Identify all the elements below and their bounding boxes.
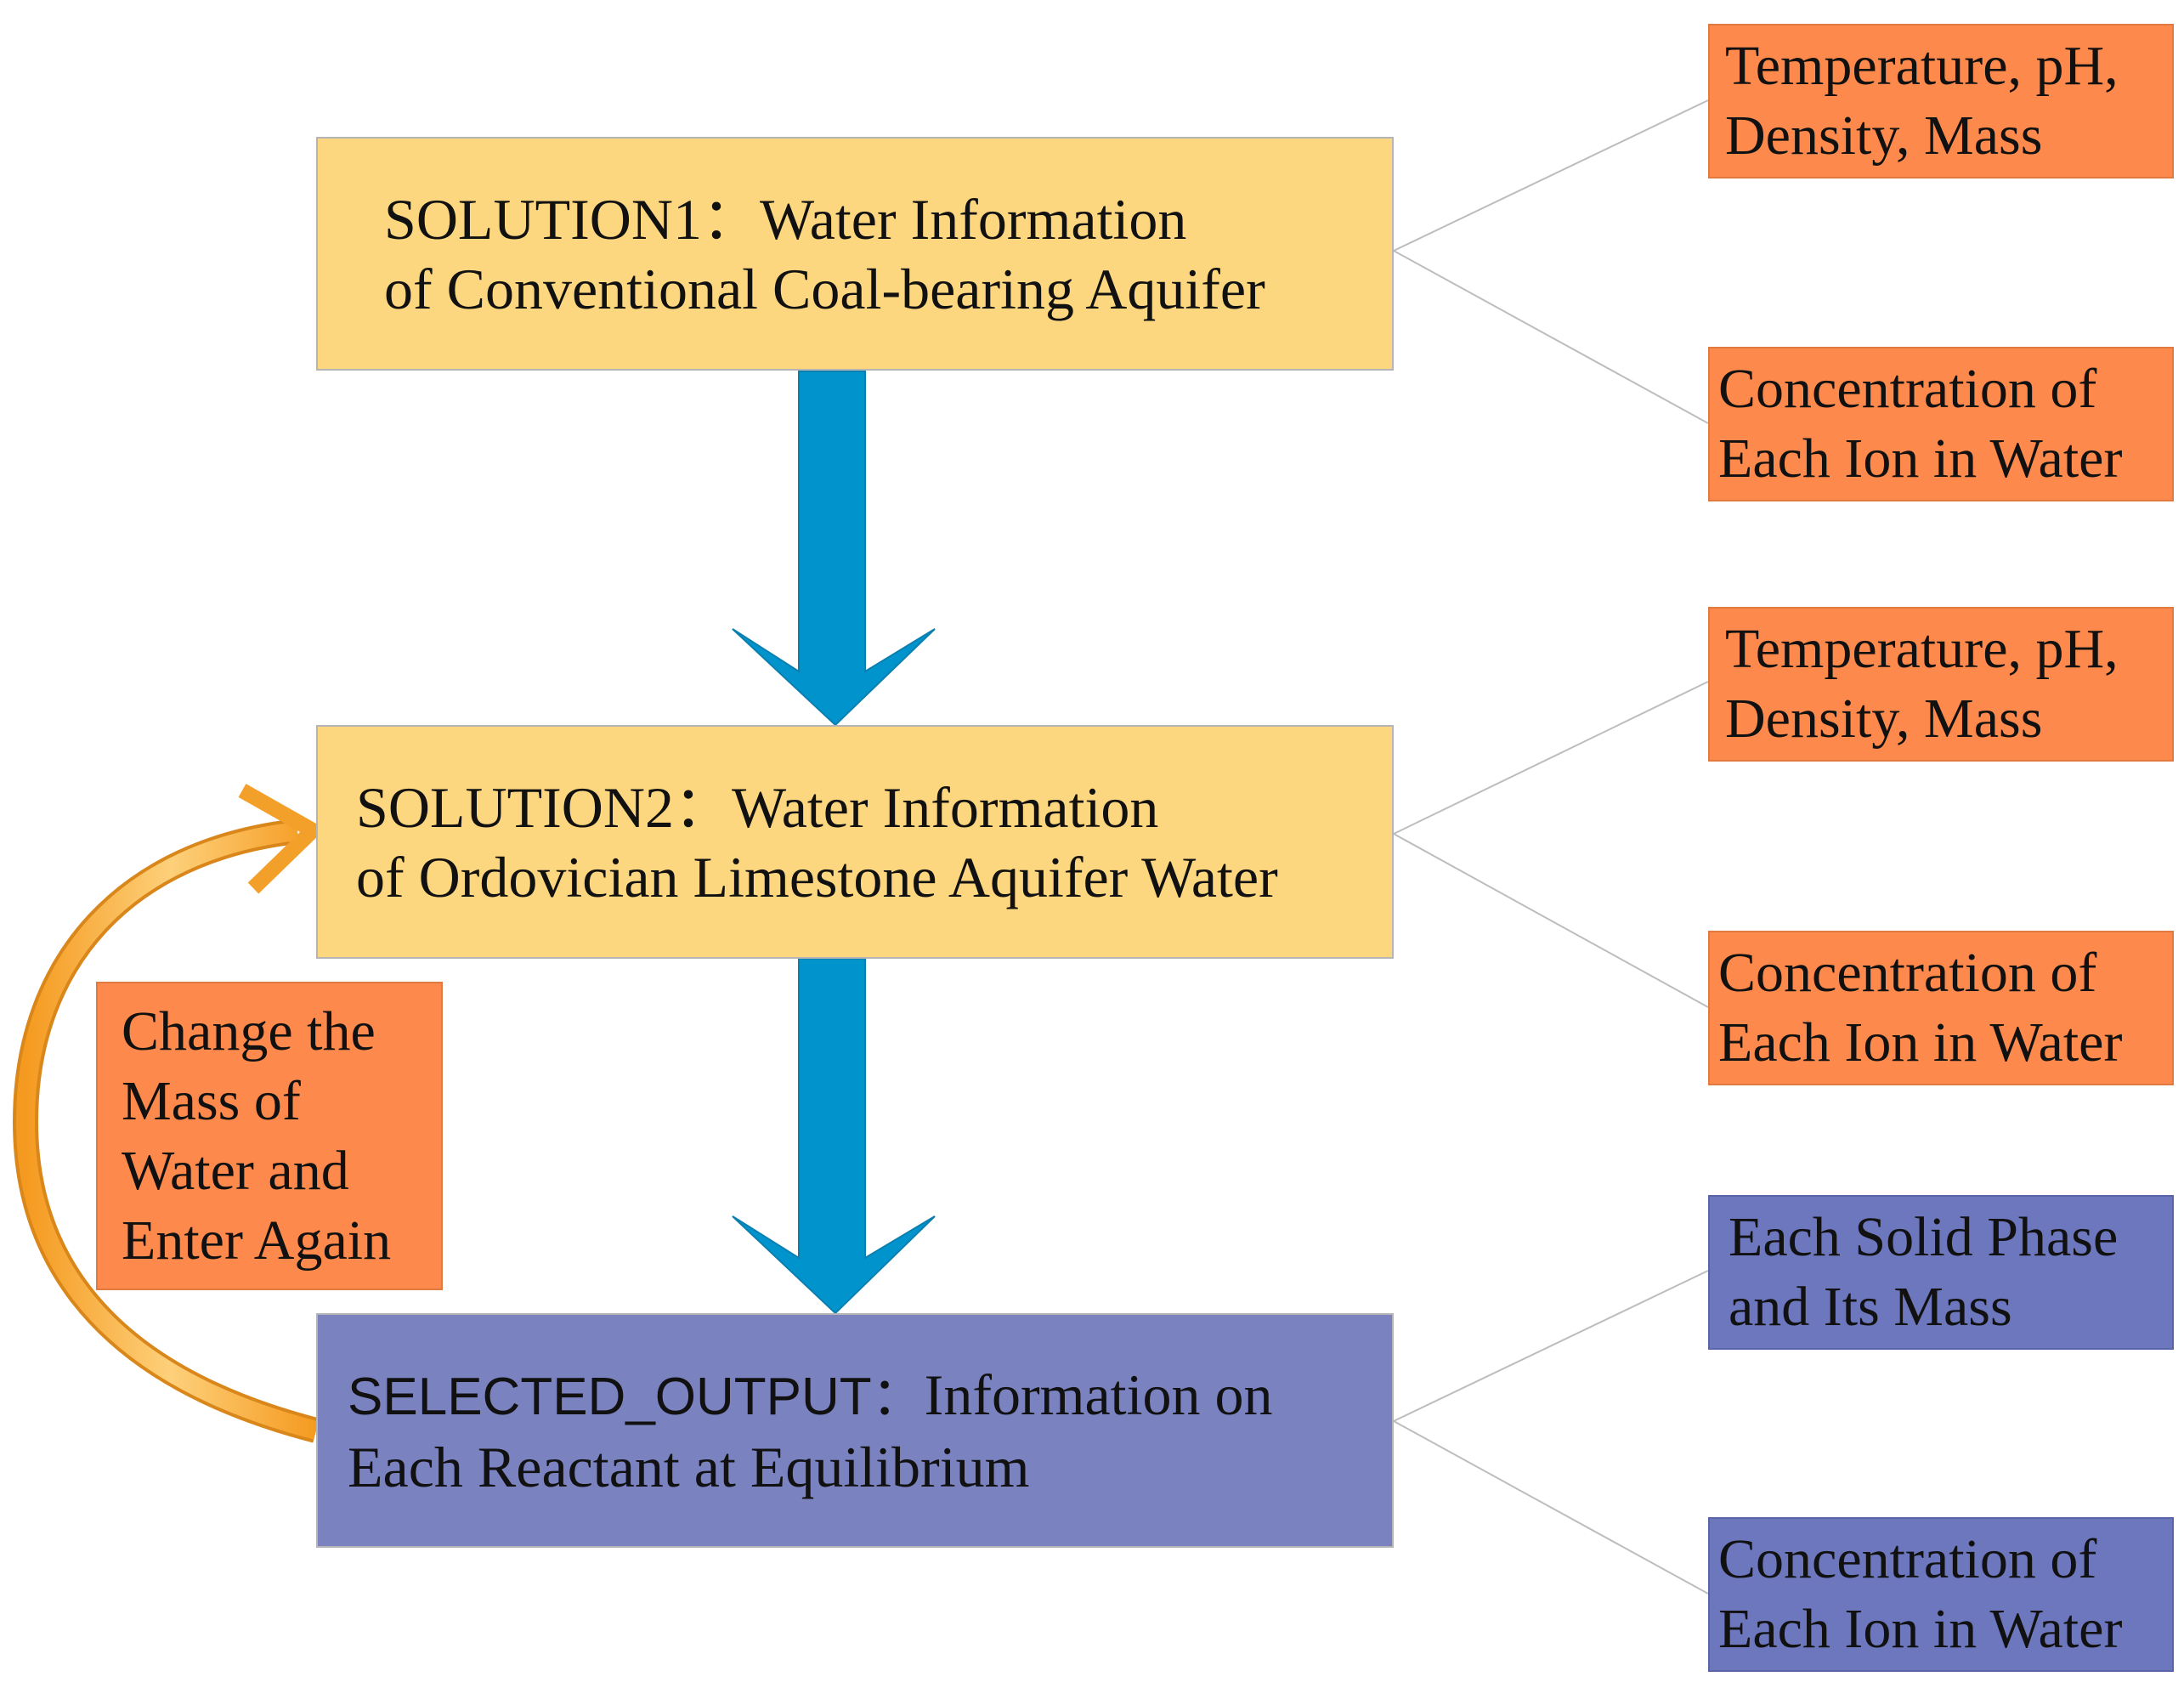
out-ions-line2: Each Ion in Water [1718, 1598, 2123, 1660]
connector-s1-properties [1393, 99, 1709, 252]
loop-arrow-highlight [15, 822, 319, 1440]
loop-line2: Mass of [122, 1069, 301, 1132]
loop-arrowhead [238, 784, 325, 894]
s1-properties-box: Temperature, pH, Density, Mass [1708, 24, 2174, 178]
selected-output-title: Information on [924, 1362, 1273, 1427]
selected-output-label: SELECTED_OUTPUT： [348, 1367, 925, 1426]
out-solid-box: Each Solid Phase and Its Mass [1708, 1195, 2174, 1350]
solution2-line2: of Ordovician Limestone Aquifer Water [356, 844, 1278, 909]
s1-ions-line1: Concentration of [1718, 358, 2097, 420]
connector-s2-properties [1393, 681, 1709, 835]
s1-properties-line1: Temperature, pH, [1725, 35, 2119, 97]
s2-properties-line2: Density, Mass [1725, 688, 2043, 750]
out-ions-line1: Concentration of [1718, 1528, 2097, 1590]
s1-properties-line2: Density, Mass [1725, 105, 2043, 167]
solution1-label: SOLUTION1： [384, 186, 760, 252]
loop-line3: Water and [122, 1139, 349, 1202]
out-ions-box: Concentration of Each Ion in Water [1708, 1517, 2174, 1672]
down-arrow-2 [732, 958, 936, 1315]
solution2-title: Water Information [731, 774, 1159, 840]
connector-out-ions [1393, 1420, 1709, 1595]
selected-output-box: SELECTED_OUTPUT：Information on Each Reac… [316, 1313, 1394, 1548]
loop-line4: Enter Again [122, 1209, 392, 1272]
selected-output-line2: Each Reactant at Equilibrium [348, 1434, 1030, 1499]
loop-line1: Change the [122, 1000, 376, 1062]
solution1-title: Water Information [759, 186, 1187, 252]
s2-properties-line1: Temperature, pH, [1725, 618, 2119, 680]
down-arrow-1 [732, 371, 936, 727]
loop-change-mass-box: Change the Mass of Water and Enter Again [96, 982, 443, 1290]
s2-properties-box: Temperature, pH, Density, Mass [1708, 607, 2174, 762]
solution2-label: SOLUTION2： [356, 774, 732, 840]
connector-s1-ions [1393, 250, 1709, 424]
solution2-box: SOLUTION2：Water Information of Ordovicia… [316, 725, 1394, 959]
solution1-line2: of Conventional Coal-bearing Aquifer [384, 256, 1265, 321]
solution2-line1: SOLUTION2：Water Information [356, 773, 1392, 842]
selected-output-line1: SELECTED_OUTPUT：Information on [348, 1360, 1392, 1432]
s2-ions-box: Concentration of Each Ion in Water [1708, 931, 2174, 1085]
out-solid-line1: Each Solid Phase [1729, 1206, 2119, 1268]
solution1-box: SOLUTION1：Water Information of Conventio… [316, 137, 1394, 371]
s2-ions-line1: Concentration of [1718, 942, 2097, 1004]
s2-ions-line2: Each Ion in Water [1718, 1011, 2123, 1073]
s1-ions-line2: Each Ion in Water [1718, 428, 2123, 490]
solution1-line1: SOLUTION1：Water Information [384, 184, 1392, 254]
out-solid-line2: and Its Mass [1729, 1276, 2012, 1338]
connector-out-solid [1393, 1270, 1709, 1422]
connector-s2-ions [1393, 833, 1709, 1008]
s1-ions-box: Concentration of Each Ion in Water [1708, 347, 2174, 501]
